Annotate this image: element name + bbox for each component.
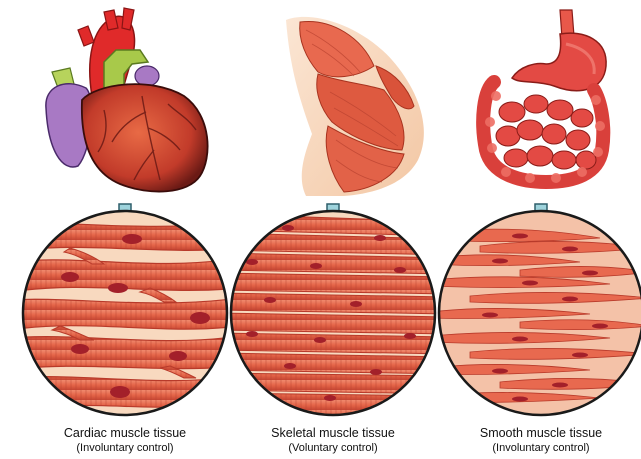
caption-skeletal: Skeletal muscle tissue (Voluntary contro… bbox=[228, 426, 438, 455]
caption-control: (Involuntary control) bbox=[20, 441, 230, 455]
caption-control: (Involuntary control) bbox=[436, 441, 641, 455]
caption-control: (Voluntary control) bbox=[228, 441, 438, 455]
cardiac-tissue-circle bbox=[10, 210, 240, 420]
heart-illustration bbox=[46, 8, 208, 192]
caption-title: Skeletal muscle tissue bbox=[228, 426, 438, 441]
caption-smooth: Smooth muscle tissue (Involuntary contro… bbox=[436, 426, 641, 455]
skeletal-tissue-circle bbox=[220, 210, 450, 420]
stomach-intestine-illustration bbox=[483, 10, 606, 183]
smooth-tissue-circle bbox=[430, 210, 641, 420]
caption-cardiac: Cardiac muscle tissue (Involuntary contr… bbox=[20, 426, 230, 455]
caption-title: Cardiac muscle tissue bbox=[20, 426, 230, 441]
arm-muscle-illustration bbox=[286, 17, 424, 196]
caption-title: Smooth muscle tissue bbox=[436, 426, 641, 441]
